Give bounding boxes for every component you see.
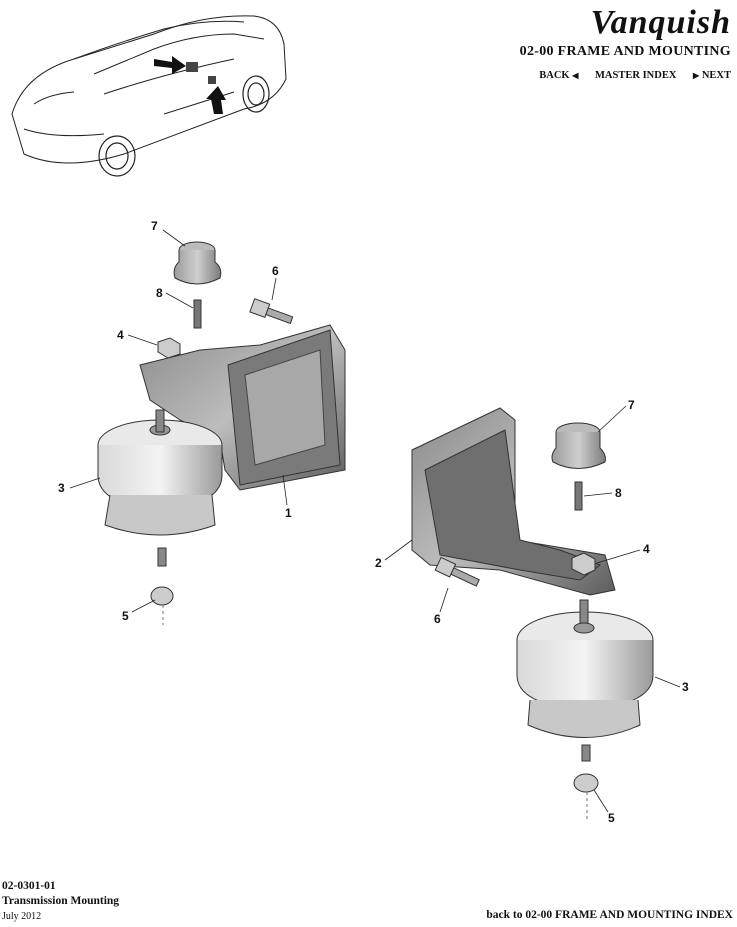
next-link[interactable]: ▶ NEXT <box>693 70 731 81</box>
page-header: Vanquish 02-00 FRAME AND MOUNTING BACK ◀… <box>520 4 731 81</box>
brand-logo: Vanquish <box>590 4 731 41</box>
callout-label: 7 <box>628 398 635 412</box>
callout-label: 6 <box>434 612 441 626</box>
left-triangle-icon: ◀ <box>572 71 579 80</box>
master-index-link[interactable]: MASTER INDEX <box>595 70 677 81</box>
right-triangle-icon: ▶ <box>693 71 700 80</box>
right-assembly <box>411 407 654 820</box>
callout-label: 6 <box>272 264 279 278</box>
callout-label: 8 <box>156 286 163 300</box>
document-title: Transmission Mounting <box>2 895 120 907</box>
document-footer: 02-0301-01 Transmission Mounting July 20… <box>2 879 119 924</box>
section-title: 02-00 FRAME AND MOUNTING <box>519 44 731 59</box>
car-locator-illustration <box>11 15 287 177</box>
callout-label: 7 <box>151 219 158 233</box>
back-link[interactable]: BACK ◀ <box>539 70 579 81</box>
nav-bar: BACK ◀ MASTER INDEX ▶ NEXT <box>520 70 731 81</box>
document-code: 02-0301-01 <box>2 880 56 892</box>
callout-label: 3 <box>58 481 65 495</box>
callout-label: 5 <box>122 609 129 623</box>
left-assembly <box>97 241 346 625</box>
callout-label: 3 <box>682 680 689 694</box>
back-to-index-link[interactable]: back to 02-00 FRAME AND MOUNTING INDEX <box>486 909 733 921</box>
callout-label: 4 <box>643 542 650 556</box>
document-date: July 2012 <box>2 911 42 922</box>
transmission-mounting-diagram: 7 6 8 4 3 1 5 7 8 2 4 6 3 5 <box>58 219 689 825</box>
callout-label: 5 <box>608 811 615 825</box>
callout-label: 4 <box>117 328 124 342</box>
callout-label: 2 <box>375 556 382 570</box>
callout-label: 8 <box>615 486 622 500</box>
callout-label: 1 <box>285 506 292 520</box>
